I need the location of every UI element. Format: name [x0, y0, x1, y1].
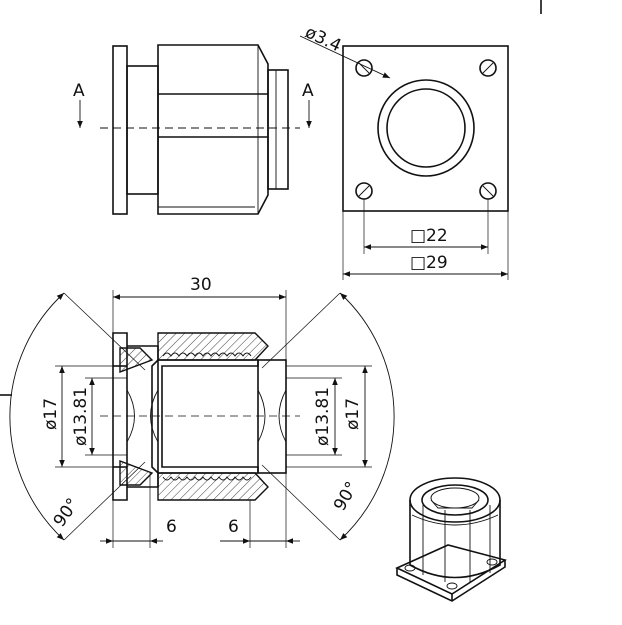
section-thread-end: [257, 359, 287, 474]
side-neck: [126, 65, 159, 195]
side-nut: [157, 44, 269, 215]
plan-view: ø3.4 □22 □29: [299, 22, 509, 280]
bore-dia-right: ø13.81: [313, 387, 333, 446]
mount-hole-tr: [479, 59, 497, 77]
outer-square-dim: □29: [410, 253, 448, 273]
side-view: A A: [73, 44, 314, 215]
outer-dia-left: ø17: [41, 398, 61, 430]
iso-base-plate: [395, 544, 507, 595]
section-nut-top: [157, 332, 269, 361]
plan-flange-square: [342, 45, 509, 212]
hole-dim-label: ø3.4: [302, 22, 344, 56]
outer-dia-right: ø17: [343, 398, 363, 430]
side-thread-end: [267, 69, 289, 190]
section-liner: [151, 359, 259, 474]
section-dimensions: 30 ø17 ø13.81 ø17 ø13.81 90° 90°: [9, 275, 395, 548]
section-marker-left: A: [73, 81, 85, 101]
section-nut-bottom: [157, 472, 269, 501]
mount-hole-tl: [355, 59, 373, 77]
iso-top-rim: [409, 477, 501, 523]
overall-length-dim: 30: [190, 275, 212, 295]
isometric-view: [395, 477, 507, 602]
angle-dim-left: 90°: [50, 495, 84, 531]
flange-width-dim: 6: [166, 517, 177, 537]
iso-nut: [409, 500, 501, 579]
section-view: [100, 332, 300, 501]
nut-width-dim: 6: [228, 517, 239, 537]
inner-square-dim: □22: [410, 226, 448, 246]
section-flange: [112, 332, 128, 501]
angle-dim-right: 90°: [330, 478, 362, 514]
side-flange: [112, 45, 128, 215]
plan-outer-ring: [377, 79, 475, 177]
section-marker-right: A: [302, 81, 314, 101]
plan-bore: [386, 88, 466, 168]
bore-dia-left: ø13.81: [71, 387, 91, 446]
